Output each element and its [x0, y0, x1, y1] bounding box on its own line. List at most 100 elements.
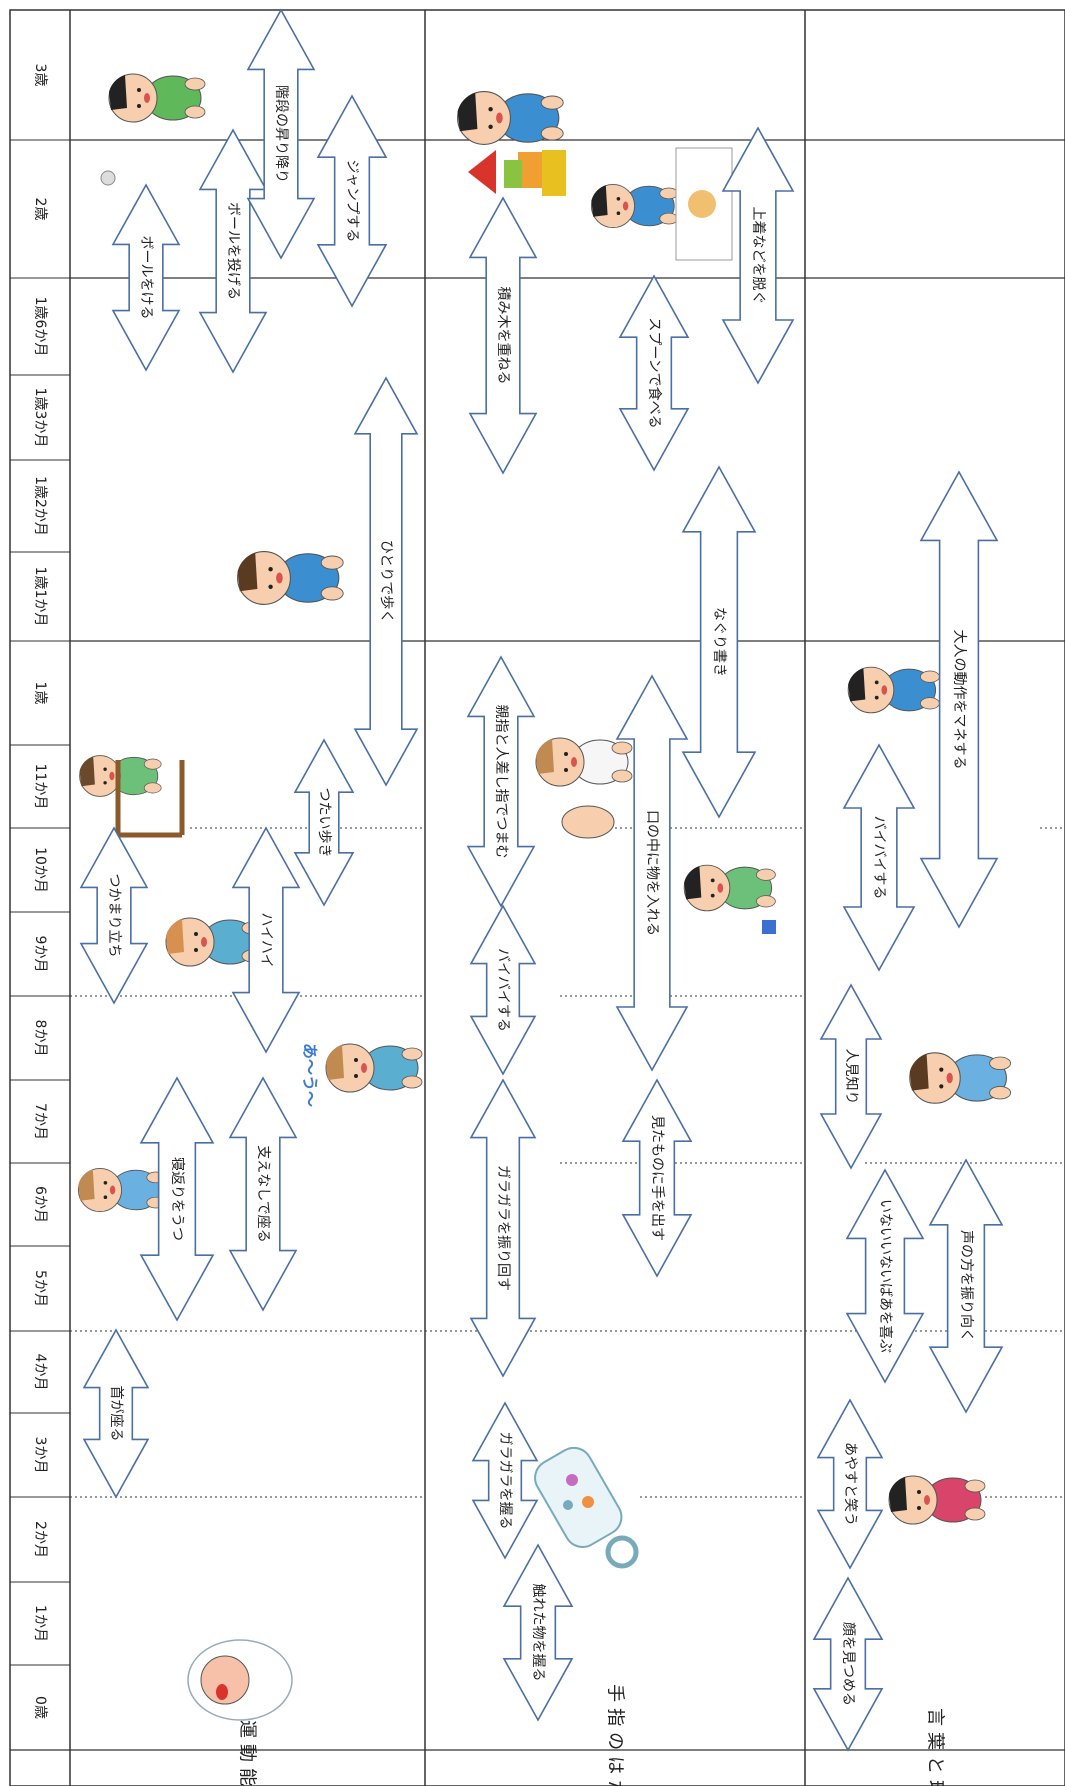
- milestone-label: なぐり書き: [711, 607, 727, 677]
- milestone-label: バイバイする: [495, 948, 511, 1032]
- age-label: 0歳: [32, 1696, 48, 1719]
- milestone-label: 上着などを脱ぐ: [750, 207, 766, 305]
- milestone-arrow: 触れた物を握る: [502, 1543, 574, 1722]
- age-label: 7か月: [32, 1103, 48, 1140]
- milestone-arrow: 首が座る: [82, 1328, 150, 1499]
- milestone-label: ひとりで歩く: [378, 540, 394, 624]
- milestone-arrow: 上着などを脱ぐ: [721, 126, 795, 385]
- baby-grabbing-fingers-illustration: [535, 737, 633, 787]
- age-label: 6か月: [32, 1186, 48, 1223]
- age-label: 1歳2か月: [32, 476, 48, 536]
- milestone-arrow: バイバイする: [469, 904, 537, 1076]
- food-icon: [688, 190, 716, 218]
- age-label: 1歳6か月: [32, 297, 48, 357]
- blocks-illustration: [468, 150, 566, 196]
- milestone-arrow: つかまり立ち: [79, 826, 149, 1005]
- milestone-label: 触れた物を握る: [530, 1584, 546, 1682]
- milestone-arrow: なぐり書き: [681, 465, 757, 819]
- child-eating-illustration: [590, 183, 679, 229]
- milestone-arrow: つたい歩き: [293, 738, 355, 907]
- baby-block-in-mouth-illustration: [683, 864, 776, 912]
- milestone-label: つたい歩き: [316, 788, 332, 858]
- milestone-label: ボールをける: [138, 236, 154, 320]
- milestone-arrow: ボールを投げる: [198, 128, 268, 374]
- milestone-arrow: 寝返りをうつ: [139, 1076, 215, 1322]
- toy-block-icon: [762, 920, 776, 934]
- age-label: 8か月: [32, 1020, 48, 1057]
- milestone-label: 寝返りをうつ: [169, 1157, 186, 1241]
- age-label: 10か月: [32, 847, 48, 893]
- age-label: 1か月: [32, 1605, 48, 1642]
- parent-holding-baby-illustration: [888, 1475, 986, 1525]
- milestone-label: ジャンプする: [344, 160, 360, 243]
- age-label: 1歳1か月: [32, 567, 48, 627]
- milestone-arrow: ジャンプする: [316, 94, 388, 308]
- category-label: 言葉と理解: [925, 1708, 946, 1786]
- milestone-arrow: いないいないばあを喜ぶ: [845, 1168, 925, 1384]
- milestone-label: 積み木を重ねる: [495, 287, 511, 385]
- milestone-arrow: ハイハイ: [231, 826, 301, 1054]
- illustrations: あ〜う〜: [77, 73, 1012, 1721]
- ball-icon: [100, 170, 116, 186]
- age-label: 2か月: [32, 1521, 48, 1558]
- milestone-label: ボールを投げる: [225, 202, 241, 300]
- age-label: 11か月: [32, 764, 48, 810]
- child-waving-illustration: [847, 666, 940, 714]
- age-label: 5か月: [32, 1270, 48, 1307]
- category-labels: 運動能力 手指のはたらき 言葉と理解: [237, 1684, 946, 1786]
- age-label: 1歳3か月: [32, 388, 48, 448]
- adult-hand-icon: [561, 805, 615, 839]
- milestone-arrow: バイバイする: [842, 743, 916, 972]
- milestone-arrow: ガラガラを握る: [471, 1401, 539, 1560]
- milestone-label: ガラガラを振り回す: [495, 1165, 511, 1291]
- milestone-arrows: ボールをける ボールを投げる 階段の昇り降りジャンプするひとりで歩くつたい歩きつかま…: [79, 8, 1004, 1752]
- baby-kicking-ball-illustration: [108, 73, 206, 123]
- milestone-arrow: 見たものに手を出す: [621, 1078, 693, 1278]
- age-label: 9か月: [32, 936, 48, 973]
- milestone-arrow: 声の方を振り向く: [928, 1158, 1004, 1414]
- category-label: 運動能力: [237, 1720, 258, 1786]
- rattle-toy-illustration: [534, 1446, 639, 1569]
- milestone-label: 声の方を振り向く: [958, 1230, 974, 1342]
- toddler-walking-illustration: [237, 551, 344, 605]
- chart-border: [9, 9, 1065, 1786]
- child-stacking-blocks-illustration: [457, 91, 564, 145]
- milestone-arrow: 口の中に物を入れる: [615, 674, 689, 1072]
- age-label: 4か月: [32, 1354, 48, 1391]
- milestone-arrow: ひとりで歩く: [353, 376, 419, 787]
- baby-rolling-over-illustration: [77, 1167, 166, 1213]
- baby-holding-table-illustration: [79, 755, 162, 797]
- milestone-label: いないいないばあを喜ぶ: [877, 1199, 893, 1353]
- milestone-label: ガラガラを握る: [497, 1432, 513, 1530]
- milestone-label: 見たものに手を出す: [649, 1115, 665, 1241]
- milestone-arrow: ガラガラを振り回す: [469, 1078, 537, 1378]
- milestone-label: 支えなしで座る: [255, 1145, 271, 1243]
- baby-sitting-babbling-illustration: [325, 1043, 423, 1093]
- age-labels: 3歳2歳1歳6か月1歳3か月1歳2か月1歳1か月1歳11か月10か月9か月8か月…: [32, 64, 48, 1719]
- newborn-crying-illustration: [187, 1639, 293, 1721]
- category-label: 手指のはたらき: [605, 1684, 626, 1786]
- milestone-label: つかまり立ち: [106, 874, 122, 958]
- milestone-arrow: 大人の動作をマネする: [919, 470, 999, 929]
- milestone-label: スプーンで食べる: [646, 317, 663, 428]
- milestone-arrow: 支えなしで座る: [228, 1076, 298, 1312]
- milestone-label: 首が座る: [108, 1386, 124, 1442]
- milestone-label: 口の中に物を入れる: [644, 810, 660, 936]
- milestone-label: 親指と人差し指でつまむ: [493, 705, 509, 859]
- baby-crying-illustration: [909, 1052, 1012, 1104]
- chart-grid: [9, 9, 1065, 1786]
- milestone-label: ハイハイ: [258, 912, 274, 967]
- milestone-arrow: 人見知り: [819, 983, 883, 1170]
- milestone-label: 階段の昇り降り: [273, 85, 289, 183]
- milestone-label: 顔を見つめる: [840, 1622, 856, 1706]
- age-label: 1歳: [32, 682, 48, 705]
- age-label: 3歳: [32, 64, 48, 87]
- babble-text: あ〜う〜: [301, 1043, 320, 1107]
- milestone-arrow: 顔を見つめる: [812, 1576, 884, 1752]
- milestone-arrow: 親指と人差し指でつまむ: [466, 655, 536, 908]
- age-label: 3か月: [32, 1437, 48, 1474]
- milestone-arrow: あやすと笑う: [816, 1398, 884, 1570]
- milestone-arrow: スプーンで食べる: [618, 274, 690, 472]
- milestone-label: あやすと笑う: [842, 1442, 858, 1526]
